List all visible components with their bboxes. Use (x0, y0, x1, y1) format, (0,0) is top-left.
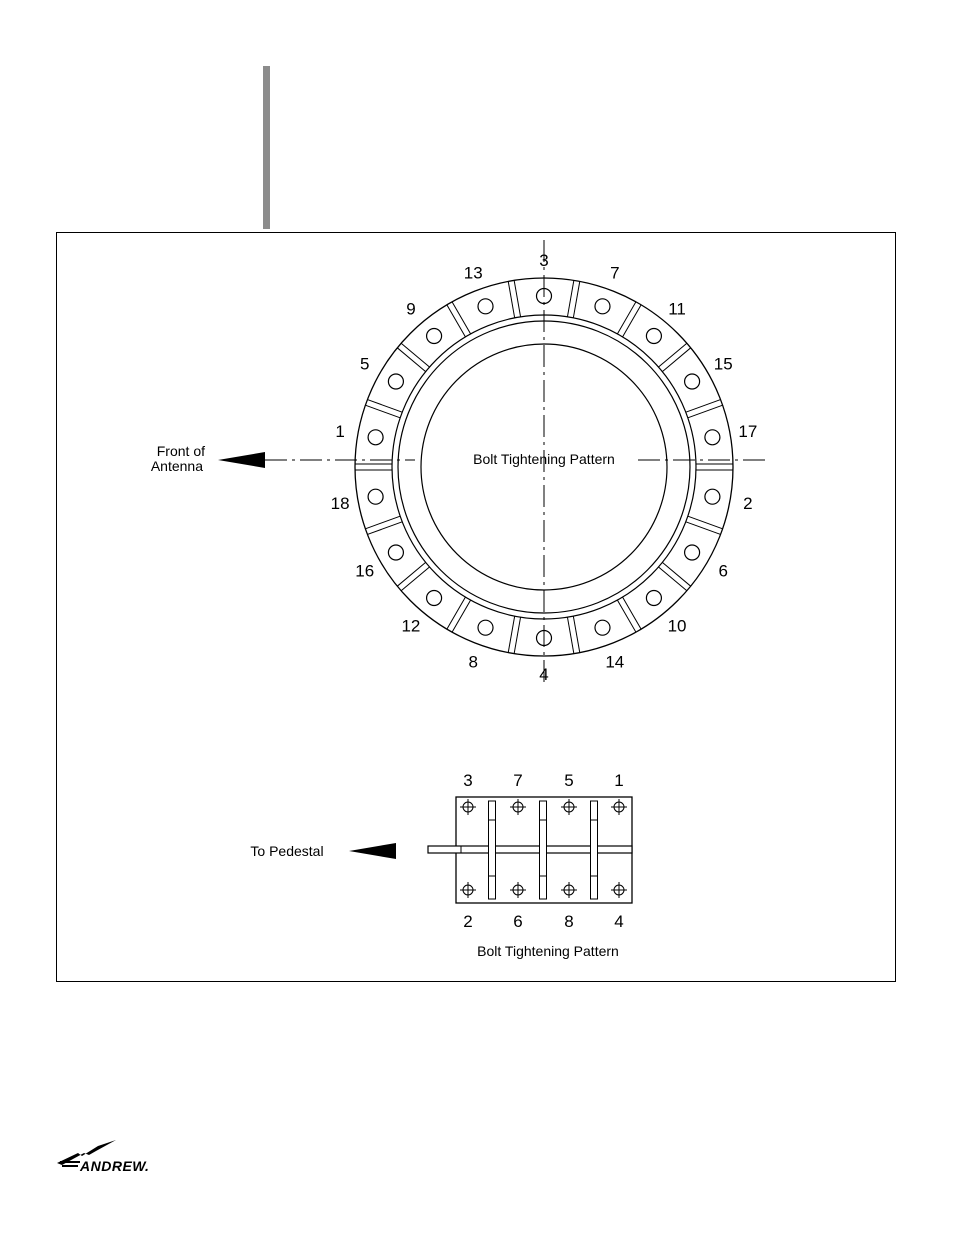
pedestal-rib (489, 801, 496, 899)
segment-divider (686, 400, 721, 413)
pedestal-center-bar (428, 846, 632, 853)
bolt-hole (478, 620, 493, 635)
bolt-hole (685, 545, 700, 560)
bolt-hole (646, 329, 661, 344)
bolt-hole (388, 374, 403, 389)
bolt-number: 8 (468, 653, 477, 672)
segment-divider (514, 617, 520, 653)
bolt-hole (388, 545, 403, 560)
pedestal-rib (540, 801, 547, 899)
segment-divider (508, 281, 514, 317)
pedestal-bottom-number: 2 (463, 912, 472, 931)
pedestal-bottom-number: 6 (513, 912, 522, 931)
bolt-hole (685, 374, 700, 389)
segment-divider (508, 616, 514, 652)
bolt-number: 14 (605, 653, 624, 672)
pedestal-plate: To Pedestal Bolt Tightening Pattern 3 2 7 6… (250, 771, 632, 959)
bolt-number: 1 (335, 422, 344, 441)
segment-divider (688, 405, 723, 418)
bolt-hole (427, 329, 442, 344)
pedestal-arrow-icon (349, 843, 396, 859)
bolt-hole (705, 430, 720, 445)
bolt-hole (595, 620, 610, 635)
segment-divider (365, 405, 400, 418)
pedestal-top-number: 5 (564, 771, 573, 790)
to-pedestal-label: To Pedestal (250, 843, 323, 859)
segment-divider (573, 616, 579, 652)
bolt-number: 15 (714, 355, 733, 374)
bolt-hole (705, 489, 720, 504)
bolt-hole (646, 590, 661, 605)
pedestal-top-number: 3 (463, 771, 472, 790)
front-label-line2: Antenna (151, 458, 203, 474)
bolt-hole (427, 590, 442, 605)
pedestal-pattern-label: Bolt Tightening Pattern (477, 943, 619, 959)
pedestal-rib (591, 801, 598, 899)
pedestal-bottom-number: 4 (614, 912, 623, 931)
segment-divider (514, 280, 520, 316)
segment-divider (365, 516, 400, 529)
segment-divider (688, 516, 723, 529)
flange-pattern-label: Bolt Tightening Pattern (473, 451, 615, 467)
pedestal-top-number: 1 (614, 771, 623, 790)
segment-divider (367, 400, 402, 413)
segment-divider (367, 522, 402, 535)
pedestal-bottom-number: 8 (564, 912, 573, 931)
bolt-number: 5 (360, 355, 369, 374)
bolt-number: 17 (738, 422, 757, 441)
bolt-number: 11 (668, 299, 686, 318)
bolt-number: 9 (406, 299, 415, 318)
bolt-hole (368, 489, 383, 504)
bolt-number: 18 (331, 494, 350, 513)
bolt-number: 16 (355, 562, 374, 581)
bolt-hole (595, 299, 610, 314)
segment-divider (567, 617, 573, 653)
bolt-number: 2 (743, 494, 752, 513)
segment-divider (686, 522, 721, 535)
bolt-number: 10 (668, 617, 687, 636)
front-label-line1: Front of (157, 443, 205, 459)
bolt-number: 6 (719, 562, 728, 581)
segment-divider (573, 281, 579, 317)
bolt-number: 13 (464, 263, 483, 282)
segment-divider (567, 280, 573, 316)
bolt-number: 12 (401, 617, 420, 636)
pedestal-top-number: 7 (513, 771, 522, 790)
bolt-hole (368, 430, 383, 445)
bolt-number: 7 (610, 263, 619, 282)
front-arrow-icon (218, 452, 265, 468)
bolt-hole (478, 299, 493, 314)
andrew-logo-text: ANDREW. (80, 1158, 149, 1174)
